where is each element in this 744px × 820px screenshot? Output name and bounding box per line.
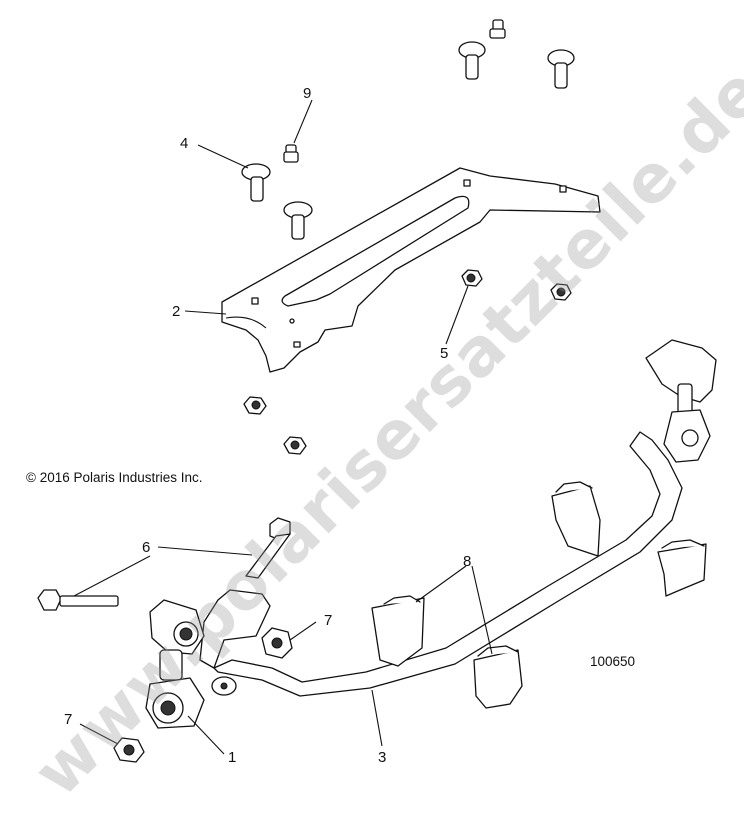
- grease-fitting-top: [489, 19, 506, 39]
- bushing-clamp-8b: [551, 481, 601, 557]
- flange-nut-5b: [550, 283, 572, 301]
- carriage-bolt-4b: [283, 201, 313, 240]
- watermark: www.polarisersatzteile.de: [19, 52, 744, 812]
- end-link-right: [645, 339, 717, 463]
- end-link-assembly: [145, 599, 205, 729]
- callout-leaders: [73, 99, 493, 755]
- callout-3: 3: [378, 749, 386, 766]
- carriage-bolt-top-right: [547, 49, 575, 89]
- callout-7b: 7: [64, 711, 72, 728]
- hex-bolt-6b: [245, 517, 291, 579]
- carriage-bolt-4a: [241, 163, 271, 202]
- bushing-clamp-8c: [473, 645, 523, 709]
- diagram-number: 100650: [590, 654, 635, 669]
- flange-nut-left-a: [243, 396, 267, 415]
- bushing-clamp-8d: [657, 539, 707, 597]
- link-bracket: [199, 589, 271, 669]
- callout-5: 5: [440, 345, 448, 362]
- flange-nut-5a: [461, 269, 483, 287]
- bushing-clamp-8a: [371, 595, 425, 667]
- callout-9: 9: [303, 85, 311, 102]
- callout-1: 1: [228, 749, 236, 766]
- flange-nut-7a: [261, 627, 293, 659]
- flange-nut-left-b: [283, 436, 307, 455]
- hex-bolt-6a: [37, 589, 119, 611]
- copyright-notice: © 2016 Polaris Industries Inc.: [26, 470, 203, 485]
- callout-8: 8: [463, 553, 471, 570]
- carriage-bolt-top-left: [458, 41, 486, 80]
- grease-fitting-9: [283, 144, 299, 163]
- callout-4: 4: [180, 135, 188, 152]
- callout-6: 6: [142, 539, 150, 556]
- callout-7a: 7: [324, 612, 332, 629]
- flange-nut-7b: [113, 737, 145, 763]
- stabilizer-bar: [211, 431, 683, 697]
- callout-2: 2: [172, 303, 180, 320]
- mounting-plate: [221, 167, 601, 373]
